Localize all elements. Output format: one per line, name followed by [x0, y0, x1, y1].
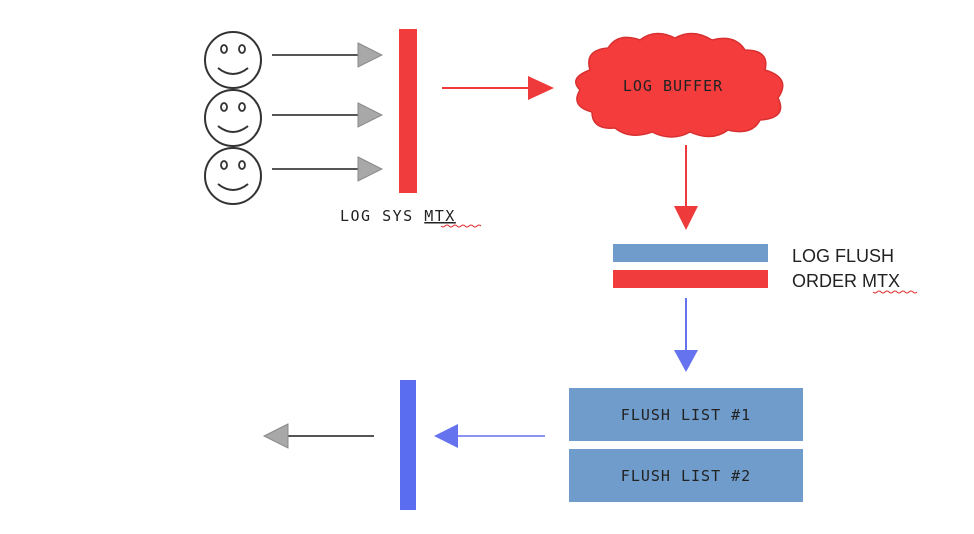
- log-flush-blue-bar: [613, 244, 768, 262]
- user-3-smiley-icon: [204, 147, 262, 205]
- flush-list-2-label: FLUSH LIST #2: [621, 467, 751, 485]
- arrow-to-log-flush: [674, 145, 698, 230]
- order-mtx-spellcheck-squiggle: [872, 290, 918, 294]
- arrow-from-flush-lists: [434, 424, 545, 448]
- user-2-arrow: [272, 102, 384, 128]
- outgoing-gray-arrow: [262, 423, 374, 449]
- output-blue-bar: [400, 380, 416, 510]
- log-buffer-cloud: LOG BUFFER: [575, 32, 784, 138]
- log-flush-label-line1: LOG FLUSH: [792, 246, 894, 266]
- log-flush-label-line2: ORDER MTX: [792, 271, 900, 291]
- flush-list-1-label: FLUSH LIST #1: [621, 406, 751, 424]
- log-flush-red-bar: [613, 270, 768, 288]
- user-1-arrow: [272, 42, 384, 68]
- user-1-smiley-icon: [204, 31, 262, 89]
- flush-list-2-box: FLUSH LIST #2: [569, 449, 803, 502]
- flush-list-1-box: FLUSH LIST #1: [569, 388, 803, 441]
- arrow-to-flush-lists: [674, 298, 698, 372]
- user-2-smiley-icon: [204, 89, 262, 147]
- mtx-spellcheck-squiggle: [440, 224, 482, 228]
- arrow-to-log-buffer: [442, 76, 554, 100]
- log-sys-mtx-label: LOG SYS MTX: [340, 207, 456, 225]
- user-3-arrow: [272, 156, 384, 182]
- log-sys-mtx-bar: [399, 29, 417, 193]
- log-buffer-label: LOG BUFFER: [623, 77, 723, 95]
